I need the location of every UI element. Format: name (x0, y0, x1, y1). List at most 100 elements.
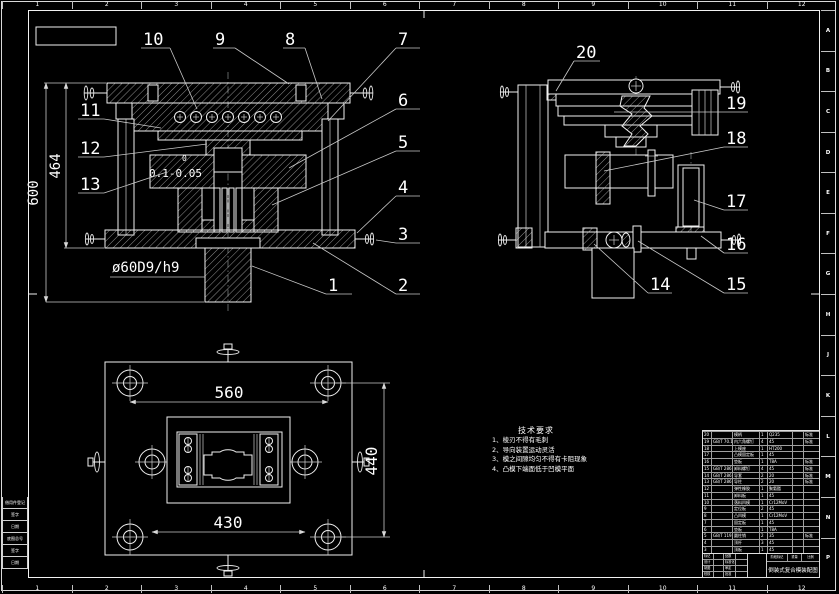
bom-material: T8A (767, 459, 792, 465)
bom-qty: 1 (759, 499, 767, 506)
plan-view: 560 430 440 (87, 343, 390, 577)
bom-qty: 1 (759, 486, 767, 492)
bom-code (711, 547, 732, 553)
bom-remark: 标准 (803, 432, 819, 438)
edge-screw-right (352, 451, 370, 473)
part-label-14: 14 (650, 275, 670, 295)
bom-name: 弹性橡胶 (732, 486, 759, 492)
bom-row: 8 凸凹模 1 Cr12MoV (703, 512, 819, 519)
gap-sup: 0 (182, 154, 187, 163)
bom-name: 固定板 (732, 519, 759, 526)
zone-number: 4 (210, 585, 281, 593)
mid-hole (288, 445, 322, 479)
bom-no: 5 (704, 533, 707, 539)
zone-number: 1 (2, 1, 72, 9)
part-label-10: 10 (143, 30, 163, 50)
dim-464: 464 (48, 153, 64, 178)
side-bolt-bottom-left (497, 233, 516, 247)
bom-weight (792, 432, 803, 438)
side-view: 14 15 16 17 18 19 20 (497, 43, 748, 299)
bom-material: 45 (767, 452, 792, 459)
bom-remark (803, 547, 819, 553)
bom-weight (792, 533, 803, 540)
bom-material: 聚氨酯 (767, 486, 792, 492)
bom-code (711, 486, 732, 492)
bom-qty: 1 (759, 526, 767, 533)
bom-qty: 1 (759, 452, 767, 459)
zone-number: 5 (280, 1, 350, 9)
screw-shank-hatched (619, 95, 653, 147)
bom-no: 10 (704, 499, 710, 505)
bom-name: 导柱 (732, 479, 759, 486)
part-label-9: 9 (215, 30, 225, 50)
part-label-19: 19 (726, 94, 746, 114)
stripper-bolt-left (83, 85, 107, 101)
bom-row: 4 顶杆 3 45 (703, 539, 819, 547)
bom-no: 13 (704, 479, 710, 485)
zone-number: 10 (627, 1, 698, 9)
zone-number: 9 (558, 1, 628, 9)
bom-rows: 20 模柄 1 Q235 标准 19 GB/T 70.1 内六角螺钉 4 45 … (703, 431, 819, 553)
tb-label: 处数 (723, 554, 735, 559)
margin-block-label: 借用件登记 (2, 497, 28, 509)
front-section-view: 600 464 ø60D9/h9 0 0.1-0.05 1 2 3 4 5 6 (26, 30, 420, 312)
bom-no: 3 (704, 547, 707, 553)
bom-qty: 2 (759, 479, 767, 486)
zone-letter: F (821, 212, 835, 254)
zone-number: 8 (488, 585, 559, 593)
tb-label: 制图 (704, 566, 711, 570)
bom-code: GB/T 2861 (711, 472, 732, 479)
bom-qty: 1 (759, 547, 767, 553)
bom-material: Q235 (767, 432, 792, 438)
bom-no: 11 (704, 492, 710, 498)
bom-material: 45 (767, 547, 792, 553)
bom-code (711, 499, 732, 506)
bom-row: 9 定位板 2 45 (703, 505, 819, 513)
bom-remark: 标准 (803, 438, 819, 445)
bom-row: 15 GB/T 2867 卸料螺钉 4 45 标准 (703, 464, 819, 472)
bom-name: 圆柱销 (732, 533, 759, 540)
bom-name: 内六角螺钉 (732, 438, 759, 445)
bom-weight (792, 452, 803, 459)
bom-remark (803, 492, 819, 499)
zone-number: 6 (349, 585, 420, 593)
bom-remark (803, 540, 819, 547)
note-line: 1、棱刃不得有毛刺 (492, 436, 549, 444)
bom-weight (792, 513, 803, 519)
part-label-16: 16 (726, 235, 746, 255)
side-hatched-column (595, 151, 611, 205)
zone-number: 11 (697, 1, 767, 9)
bom-remark (803, 486, 819, 492)
margin-block-label: 日期 (2, 521, 28, 533)
bom-no: 4 (704, 540, 707, 546)
zone-number: 12 (766, 1, 837, 9)
bom-name: 凸凹模 (732, 513, 759, 519)
dim-440: 440 (362, 447, 381, 476)
part-label-5: 5 (398, 133, 408, 153)
title-block-right: 阶段标记 重量 比例 倒装式复合模装配图 (767, 554, 819, 577)
bom-remark: 标准 (803, 479, 819, 486)
bolt-bottom-right (355, 232, 375, 246)
bom-code (711, 540, 732, 547)
zone-number: 10 (627, 585, 698, 593)
edge-screw-bottom (216, 555, 240, 577)
bom-weight (792, 438, 803, 445)
bom-name: 落料凹模 (732, 499, 759, 506)
zone-number: 7 (419, 585, 489, 593)
bom-qty: 1 (759, 459, 767, 465)
side-shank (591, 247, 635, 299)
margin-block-label: 签字 (2, 509, 28, 521)
part-label-20: 20 (576, 43, 596, 63)
guide-hole (112, 519, 148, 555)
zone-letter: L (821, 415, 835, 457)
zone-number: 5 (280, 585, 350, 593)
bom-qty: 1 (759, 519, 767, 526)
zone-number: 2 (71, 1, 142, 9)
part-label-17: 17 (726, 192, 746, 212)
bom-weight (792, 540, 803, 547)
bom-qty: 3 (759, 540, 767, 547)
bom-row: 14 GB/T 2861 导套 2 20 标准 (703, 471, 819, 479)
